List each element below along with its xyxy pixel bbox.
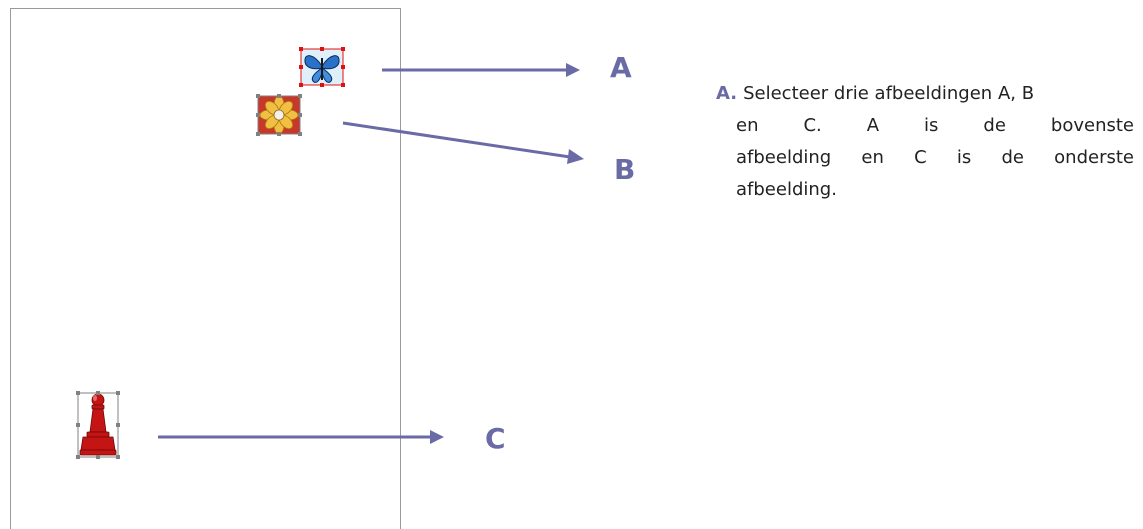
arrow-b [342, 121, 571, 159]
arrowhead-a [566, 63, 580, 77]
label-a: A [610, 51, 632, 84]
instruction-line-1: Selecteer drie afbeeldingen A, B [743, 83, 1035, 104]
label-c: C [485, 422, 506, 455]
callout-arrows [158, 63, 584, 444]
image-b-flower[interactable] [253, 91, 305, 139]
image-c-pawn[interactable] [73, 388, 123, 462]
label-b: B [614, 153, 636, 186]
image-a-butterfly[interactable] [296, 44, 348, 90]
arrowhead-b [567, 149, 584, 164]
instruction-line-4: afbeelding. [736, 179, 837, 200]
instruction-text: A.Selecteer drie afbeeldingen A, B en C.… [716, 78, 1134, 206]
instruction-line-2: en C. A is de bovenste [736, 115, 1134, 136]
instruction-marker: A. [716, 83, 738, 104]
instruction-line-3: afbeelding en C is de onderste [736, 147, 1134, 168]
arrowhead-c [430, 430, 444, 444]
